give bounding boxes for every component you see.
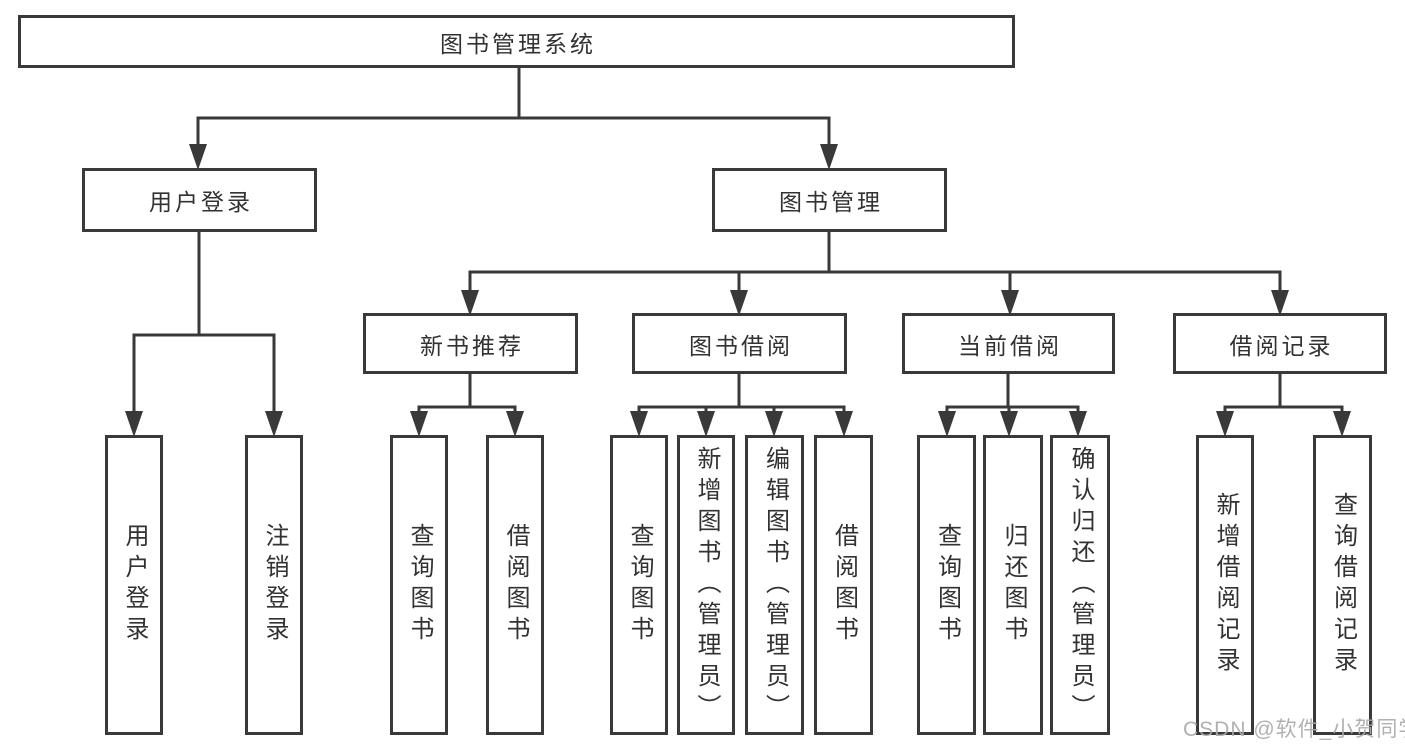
leaf-bb-add-books-admin: 新增图书（管理员） [677, 435, 735, 735]
leaf-bb-borrow-books: 借阅图书 [814, 435, 873, 735]
leaf-bb-edit-books-admin: 编辑图书（管理员） [745, 435, 804, 735]
node-book-management: 图书管理 [712, 168, 947, 232]
node-library-management-system: 图书管理系统 [18, 15, 1015, 68]
leaf-br-query-record: 查询借阅记录 [1313, 435, 1372, 735]
node-new-book-recommend: 新书推荐 [363, 313, 578, 374]
leaf-cb-return-books: 归还图书 [983, 435, 1043, 735]
watermark: CSDN @软件_小贺同学 [1183, 718, 1405, 741]
leaf-bb-query-books: 查询图书 [610, 435, 668, 735]
leaf-nbr-query-books: 查询图书 [390, 435, 448, 735]
leaf-br-add-record: 新增借阅记录 [1196, 435, 1254, 735]
leaf-cb-query-books: 查询图书 [917, 435, 976, 735]
node-current-borrowing: 当前借阅 [902, 313, 1115, 374]
leaf-user-login: 用户登录 [105, 435, 163, 735]
node-borrowing-records: 借阅记录 [1173, 313, 1387, 374]
leaf-nbr-borrow-books: 借阅图书 [486, 435, 544, 735]
node-book-borrowing: 图书借阅 [632, 313, 847, 374]
node-user-login: 用户登录 [82, 168, 317, 232]
leaf-cb-confirm-return-admin: 确认归还（管理员） [1050, 435, 1110, 735]
leaf-logout: 注销登录 [245, 435, 303, 735]
